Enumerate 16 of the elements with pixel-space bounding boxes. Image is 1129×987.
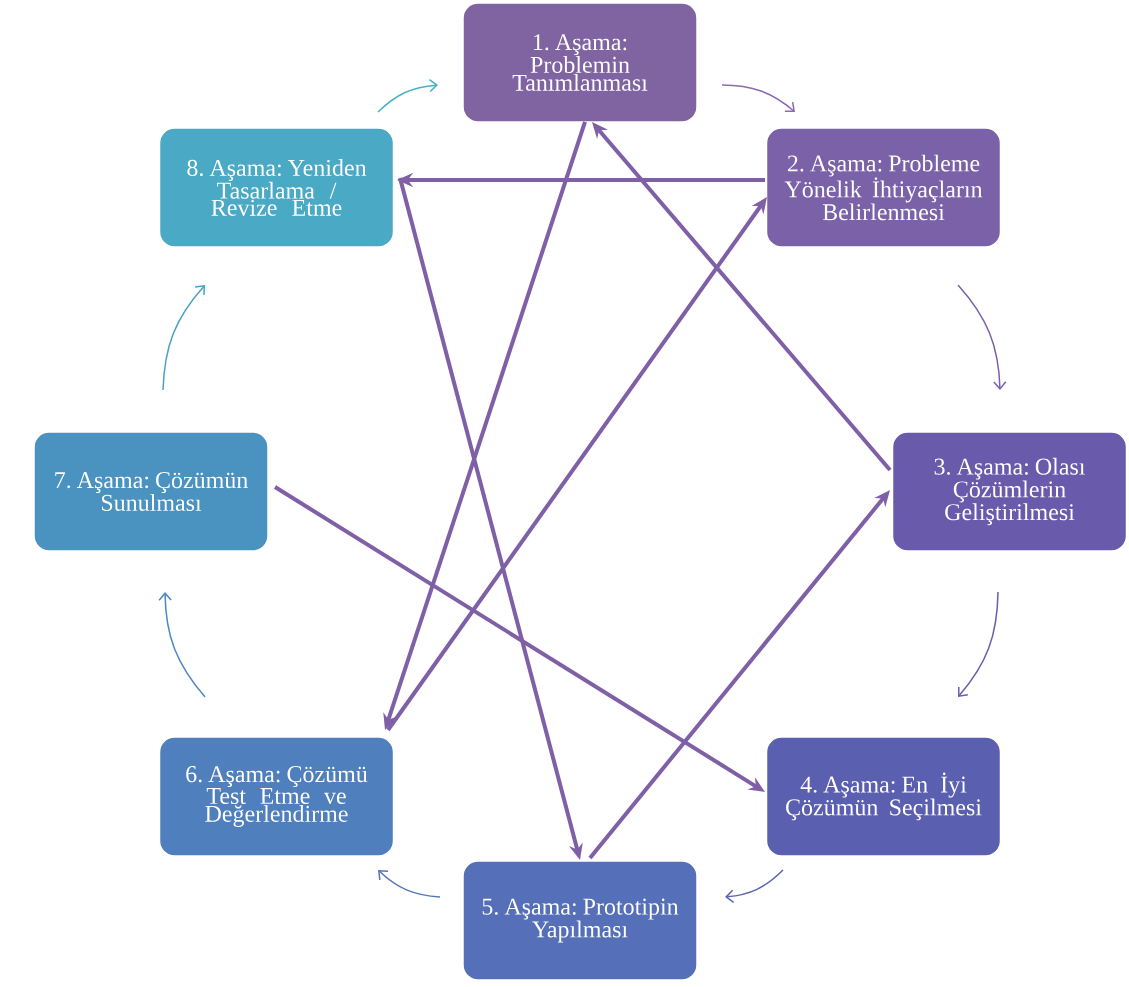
arrow — [158, 592, 206, 698]
stage-box: 5. Aşama: Prototipin Yapılması — [462, 860, 698, 981]
stage-box: 4. Aşama: En İyi Çözümün Seçilmesi — [765, 736, 1002, 857]
arrow — [721, 84, 795, 113]
stage-box: 2. Aşama: Probleme Yönelik İhtiyaçların Belirlenmesi — [765, 127, 1002, 248]
arrow — [957, 284, 1007, 390]
stage-box: 7. Aşama: Çözümün Sunulması — [33, 431, 269, 552]
arrow — [378, 870, 441, 898]
stage-box: 6. Aşama: Çözümü Test Etme ve Değerlendirme — [158, 736, 395, 857]
arrow — [377, 78, 438, 113]
arrow — [958, 591, 999, 697]
stage-box: 1. Aşama: Problemin Tanımlanması — [462, 2, 698, 123]
stage-box: 8. Aşama: Yeniden Tasarlama / Revize Etme — [158, 127, 395, 248]
arrow — [725, 869, 784, 903]
arrow — [162, 285, 205, 391]
stage-box: 3. Aşama: Olası Çözümlerin Geliştirilmesi — [891, 431, 1128, 552]
